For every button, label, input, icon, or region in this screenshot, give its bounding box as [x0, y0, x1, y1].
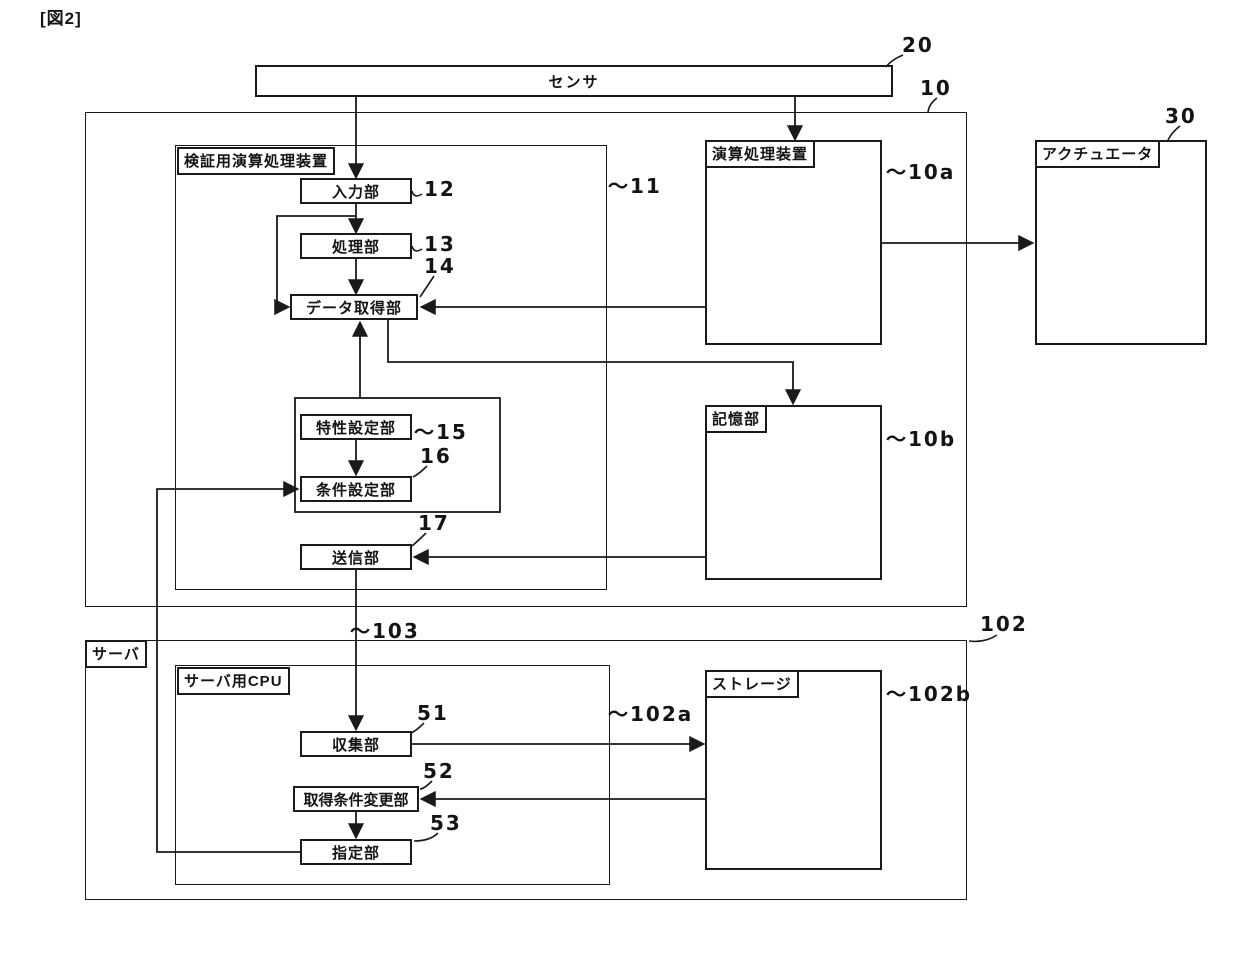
transmission-unit-label: 送信部: [331, 549, 380, 567]
arithmetic-processing-label: 演算処理装置: [705, 140, 816, 168]
designation-unit-box: 指定部: [300, 839, 412, 865]
ref-14: 14: [424, 254, 456, 278]
data-acquisition-unit-box: データ取得部: [290, 294, 418, 320]
server-label: サーバ: [85, 640, 147, 668]
verification-unit-box: [175, 145, 607, 590]
data-acquisition-unit-label: データ取得部: [305, 299, 402, 317]
ref-51: 51: [417, 701, 449, 725]
condition-setting-unit-box: 条件設定部: [300, 476, 412, 502]
condition-setting-unit-label: 条件設定部: [315, 481, 396, 499]
actuator-label: アクチュエータ: [1035, 140, 1161, 168]
collection-unit-label: 収集部: [331, 736, 380, 754]
characteristic-setting-unit-box: 特性設定部: [300, 414, 412, 440]
ref-16: 16: [420, 444, 452, 468]
ref-102b: 〜102b: [886, 682, 973, 706]
ref-53: 53: [430, 811, 462, 835]
actuator-box: [1035, 140, 1207, 345]
ref-102: 102: [980, 612, 1028, 636]
storage-label: ストレージ: [705, 670, 799, 698]
ref-12: 12: [424, 177, 456, 201]
ref-10: 10: [920, 76, 952, 100]
characteristic-setting-unit-label: 特性設定部: [315, 419, 396, 437]
processing-unit-box: 処理部: [300, 233, 412, 259]
ref-13: 13: [424, 232, 456, 256]
device-box: [85, 112, 967, 607]
acquisition-condition-change-unit-box: 取得条件変更部: [293, 786, 419, 812]
arithmetic-processing-box: [705, 140, 882, 345]
storage-box: [705, 670, 882, 870]
collection-unit-box: 収集部: [300, 731, 412, 757]
acquisition-condition-change-unit-label: 取得条件変更部: [303, 791, 409, 809]
ref-52: 52: [423, 759, 455, 783]
verification-unit-label: 検証用演算処理装置: [177, 147, 336, 175]
ref-103: 〜103: [350, 619, 420, 643]
processing-unit-label: 処理部: [331, 238, 380, 256]
input-unit-label: 入力部: [331, 183, 380, 201]
ref-102a: 〜102a: [608, 702, 694, 726]
ref-11: 〜11: [608, 174, 662, 198]
input-unit-box: 入力部: [300, 178, 412, 204]
sensor-box: センサ: [255, 65, 893, 97]
ref-17: 17: [418, 511, 450, 535]
figure-label: [図2]: [40, 9, 82, 28]
transmission-unit-box: 送信部: [300, 544, 412, 570]
ref-30: 30: [1165, 104, 1197, 128]
server-box: [85, 640, 967, 900]
leader-30: [1167, 125, 1181, 141]
ref-15: 〜15: [414, 420, 468, 444]
memory-label: 記憶部: [705, 405, 768, 433]
leader-10: [927, 97, 938, 113]
memory-box: [705, 405, 882, 580]
designation-unit-label: 指定部: [331, 844, 380, 862]
server-cpu-label: サーバ用CPU: [177, 667, 290, 695]
sensor-label: センサ: [548, 73, 600, 91]
ref-10a: 〜10a: [886, 160, 956, 184]
ref-10b: 〜10b: [886, 427, 957, 451]
ref-20: 20: [902, 33, 934, 57]
